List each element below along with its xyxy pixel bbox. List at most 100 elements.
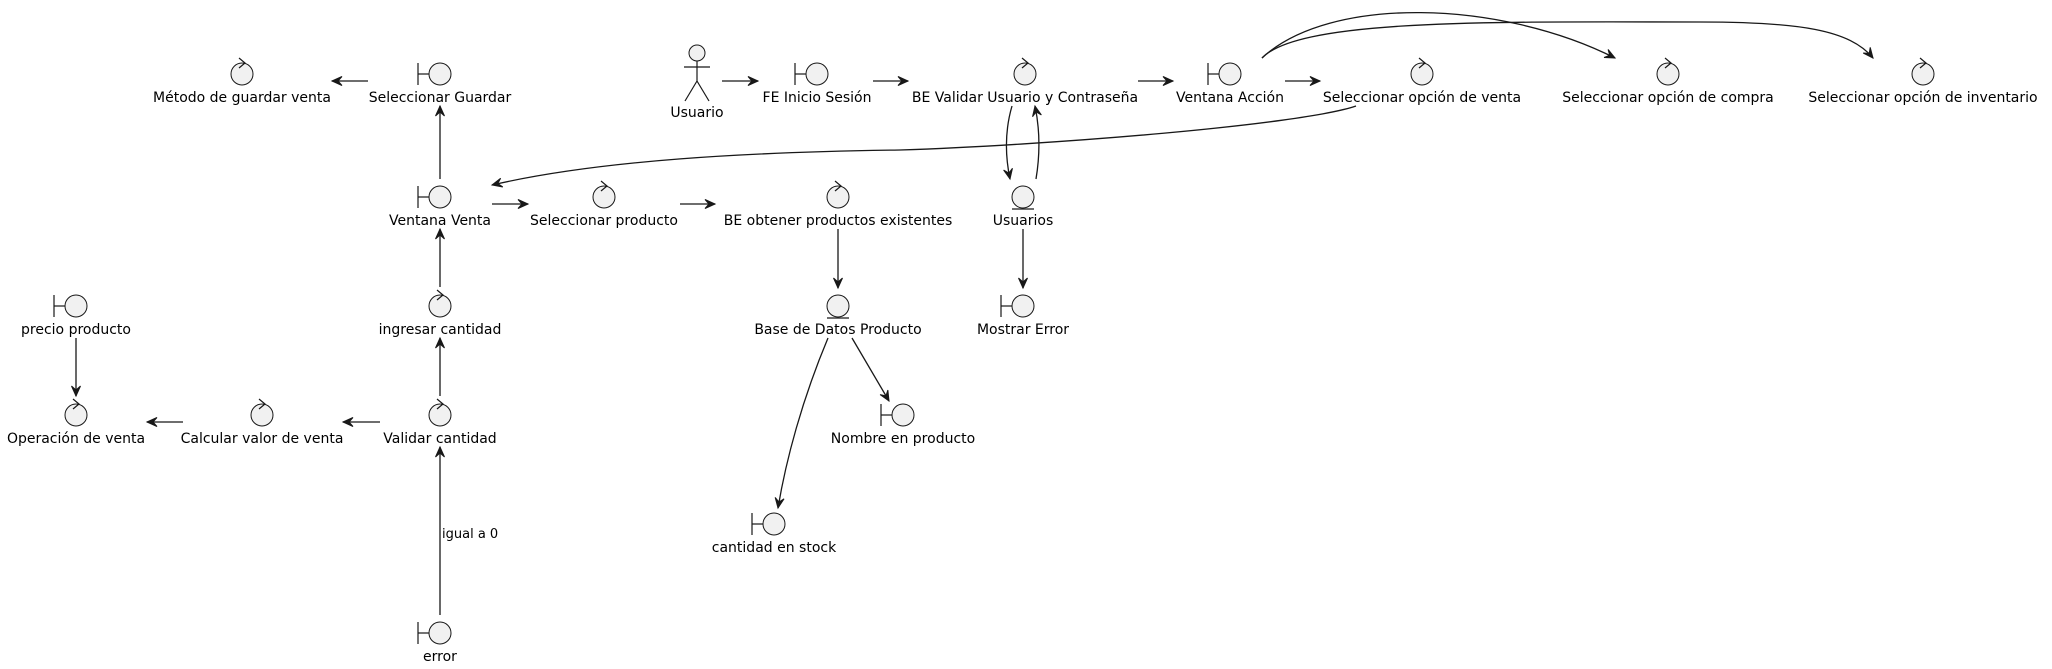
- arrowhead-icon: [517, 199, 530, 209]
- arrowhead-icon: [897, 76, 910, 86]
- node-be-validar[interactable]: BE Validar Usuario y Contraseña: [912, 57, 1138, 106]
- node-operacion-venta[interactable]: Operación de venta: [7, 398, 145, 447]
- arrowhead-icon: [833, 277, 843, 290]
- edge-error-to-validar-cantidad: igual a 0: [435, 445, 498, 615]
- node-label: FE Inicio Sesión: [763, 90, 872, 106]
- edge-precio-producto-to-operacion-venta: [71, 338, 81, 398]
- node-validar-cantidad[interactable]: Validar cantidad: [383, 398, 497, 447]
- node-label: error: [423, 649, 457, 665]
- node-sel-inventario[interactable]: Seleccionar opción de inventario: [1808, 57, 2038, 106]
- boundary-icon: [417, 185, 452, 209]
- node-nombre-producto[interactable]: Nombre en producto: [831, 403, 975, 447]
- entity-icon: [1011, 185, 1035, 210]
- edge-sel-producto-to-be-obtener: [680, 199, 717, 209]
- edges-layer: igual a 0: [71, 11, 1874, 615]
- edge-validar-cantidad-to-ingresar-cantidad: [435, 336, 445, 396]
- node-sel-producto[interactable]: Seleccionar producto: [530, 180, 678, 229]
- arrowhead-icon: [879, 389, 890, 403]
- edge-sel-guardar-to-metodo-guardar: [330, 76, 368, 86]
- arrowhead-icon: [341, 417, 354, 427]
- arrowhead-icon: [435, 445, 445, 458]
- arrowhead-icon: [1003, 168, 1013, 181]
- control-icon: [428, 289, 452, 318]
- entity-icon: [826, 294, 850, 319]
- node-label: Seleccionar producto: [530, 213, 678, 229]
- boundary-icon: [1000, 294, 1035, 318]
- node-metodo-guardar[interactable]: Método de guardar venta: [153, 57, 331, 106]
- edge-line: [491, 105, 1357, 186]
- control-icon: [1656, 57, 1680, 86]
- node-mostrar-error[interactable]: Mostrar Error: [977, 294, 1069, 338]
- node-label: Seleccionar opción de inventario: [1808, 90, 2037, 106]
- arrowhead-icon: [71, 385, 81, 398]
- boundary-icon: [53, 294, 88, 318]
- arrowhead-icon: [435, 336, 445, 349]
- node-label: ingresar cantidad: [379, 322, 502, 338]
- control-icon: [64, 398, 88, 427]
- node-label: Usuarios: [993, 213, 1054, 229]
- node-sel-venta[interactable]: Seleccionar opción de venta: [1323, 57, 1521, 106]
- boundary-icon: [417, 621, 452, 645]
- arrowhead-icon: [1309, 76, 1322, 86]
- edge-ventana-venta-to-sel-guardar: [435, 104, 445, 179]
- edge-usuario-to-fe-inicio: [722, 76, 760, 86]
- boundary-icon: [880, 403, 915, 427]
- arrowhead-icon: [1862, 47, 1874, 59]
- node-ingresar-cantidad[interactable]: ingresar cantidad: [379, 289, 502, 338]
- edge-ventana-accion-to-sel-inventario: [1261, 21, 1874, 59]
- node-label: Ventana Venta: [389, 213, 491, 229]
- boundary-icon: [1207, 62, 1242, 86]
- arrowhead-icon: [1018, 277, 1028, 290]
- edge-usuarios-to-mostrar-error: [1018, 229, 1028, 290]
- node-label: cantidad en stock: [712, 540, 837, 556]
- edge-be-obtener-to-bd-producto: [833, 229, 843, 290]
- arrowhead-icon: [747, 76, 760, 86]
- edge-bd-producto-to-nombre-producto: [851, 337, 890, 403]
- node-usuarios[interactable]: Usuarios: [993, 185, 1054, 229]
- edge-line: [1005, 105, 1013, 180]
- arrowhead-icon: [435, 104, 445, 117]
- edge-be-validar-to-ventana-accion: [1138, 76, 1175, 86]
- control-icon: [1911, 57, 1935, 86]
- edge-ingresar-cantidad-to-ventana-venta: [435, 227, 445, 287]
- edge-ventana-accion-to-sel-venta: [1285, 76, 1322, 86]
- node-sel-guardar[interactable]: Seleccionar Guardar: [369, 62, 512, 106]
- node-label: Mostrar Error: [977, 322, 1069, 338]
- node-usuario[interactable]: Usuario: [670, 44, 724, 121]
- edge-validar-cantidad-to-calcular-valor: [341, 417, 380, 427]
- boundary-icon: [417, 62, 452, 86]
- arrowhead-icon: [1032, 104, 1042, 117]
- node-bd-producto[interactable]: Base de Datos Producto: [754, 294, 922, 338]
- edge-line: [851, 337, 890, 402]
- node-label: Validar cantidad: [383, 431, 496, 447]
- node-label: Seleccionar Guardar: [369, 90, 512, 106]
- actor-icon: [684, 44, 710, 102]
- control-icon: [1410, 57, 1434, 86]
- node-precio-producto[interactable]: precio producto: [21, 294, 131, 338]
- edge-be-validar-to-usuarios: [1003, 105, 1013, 181]
- node-label: Seleccionar opción de compra: [1562, 90, 1774, 106]
- node-fe-inicio[interactable]: FE Inicio Sesión: [763, 62, 872, 106]
- arrowhead-icon: [1603, 49, 1617, 59]
- node-label: Base de Datos Producto: [754, 322, 921, 338]
- edge-line: [777, 337, 829, 509]
- arrowhead-icon: [490, 177, 504, 188]
- node-ventana-accion[interactable]: Ventana Acción: [1176, 62, 1284, 106]
- arrowhead-icon: [774, 497, 785, 510]
- node-cantidad-stock[interactable]: cantidad en stock: [712, 512, 837, 556]
- control-icon: [826, 180, 850, 209]
- node-label: Operación de venta: [7, 431, 145, 447]
- edge-calcular-valor-to-operacion-venta: [145, 417, 183, 427]
- node-label: BE Validar Usuario y Contraseña: [912, 90, 1138, 106]
- node-be-obtener[interactable]: BE obtener productos existentes: [724, 180, 953, 229]
- node-sel-compra[interactable]: Seleccionar opción de compra: [1562, 57, 1774, 106]
- nodes-layer: Usuario FE Inicio Sesión BE Validar Usuari…: [7, 44, 2038, 665]
- control-icon: [250, 398, 274, 427]
- node-calcular-valor[interactable]: Calcular valor de venta: [181, 398, 344, 447]
- node-label: precio producto: [21, 322, 131, 338]
- control-icon: [230, 57, 254, 86]
- edge-label: igual a 0: [442, 527, 498, 542]
- node-error[interactable]: error: [417, 621, 457, 665]
- node-ventana-venta[interactable]: Ventana Venta: [389, 185, 491, 229]
